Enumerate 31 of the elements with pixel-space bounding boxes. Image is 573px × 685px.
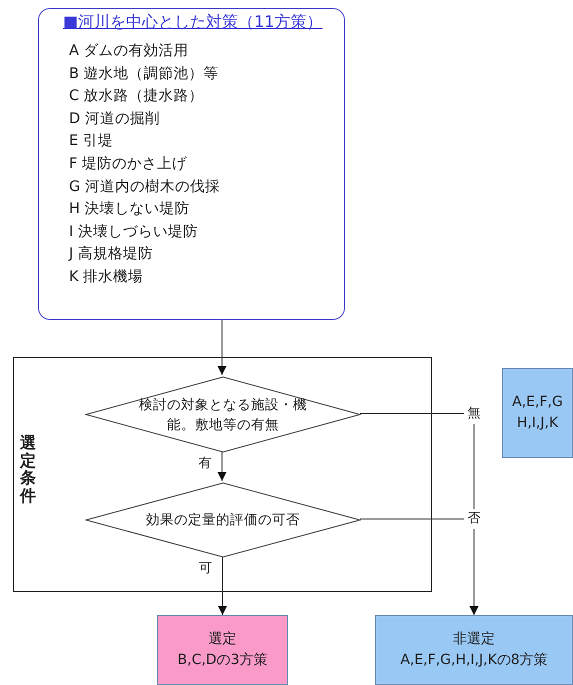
group-label: 選定条件 bbox=[20, 434, 36, 504]
box-text: A,E,F,G H,I,J,K bbox=[511, 393, 564, 433]
decision-diamond bbox=[85, 482, 361, 558]
decision-diamond bbox=[85, 376, 361, 453]
group-frame bbox=[13, 357, 432, 592]
process-box bbox=[157, 615, 288, 685]
list-item: H 決壊しない堤防 bbox=[69, 200, 190, 218]
list-item: B 遊水地（調節池）等 bbox=[69, 64, 219, 83]
list-item: D 河道の掘削 bbox=[69, 110, 160, 128]
box-text: B,C,Dの3方策 bbox=[178, 651, 268, 670]
process-box bbox=[502, 368, 573, 458]
process-box bbox=[375, 615, 573, 685]
list-item: J 高規格堤防 bbox=[69, 244, 153, 264]
list-item: E 引堤 bbox=[69, 132, 113, 150]
arrow bbox=[360, 518, 478, 616]
heading: ■河川を中心とした対策（11方策） bbox=[63, 12, 322, 33]
list-item: I 決壊しづらい堤防 bbox=[69, 222, 198, 241]
list-item: G 河道内の樹木の伐採 bbox=[69, 178, 220, 196]
list-item: F 堤防のかさ上げ bbox=[69, 155, 187, 173]
box-text: 選定 bbox=[208, 630, 236, 649]
decision-text: 検討の対象となる施設・機能。敷地等の有無 bbox=[138, 395, 308, 434]
list-item: A ダムの有効活用 bbox=[69, 42, 189, 60]
list-item: K 排水機場 bbox=[69, 268, 144, 286]
list-item: C 放水路（捷水路） bbox=[69, 87, 204, 106]
decision-text: 効果の定量的評価の可否 bbox=[145, 510, 301, 530]
arrow bbox=[218, 556, 227, 616]
box-text: A,E,F,G,H,I,J,Kの8方策 bbox=[400, 651, 548, 670]
arrow bbox=[218, 320, 226, 376]
rounded-box bbox=[38, 8, 345, 320]
arrow bbox=[218, 452, 226, 482]
box-text: 非選定 bbox=[453, 630, 495, 649]
